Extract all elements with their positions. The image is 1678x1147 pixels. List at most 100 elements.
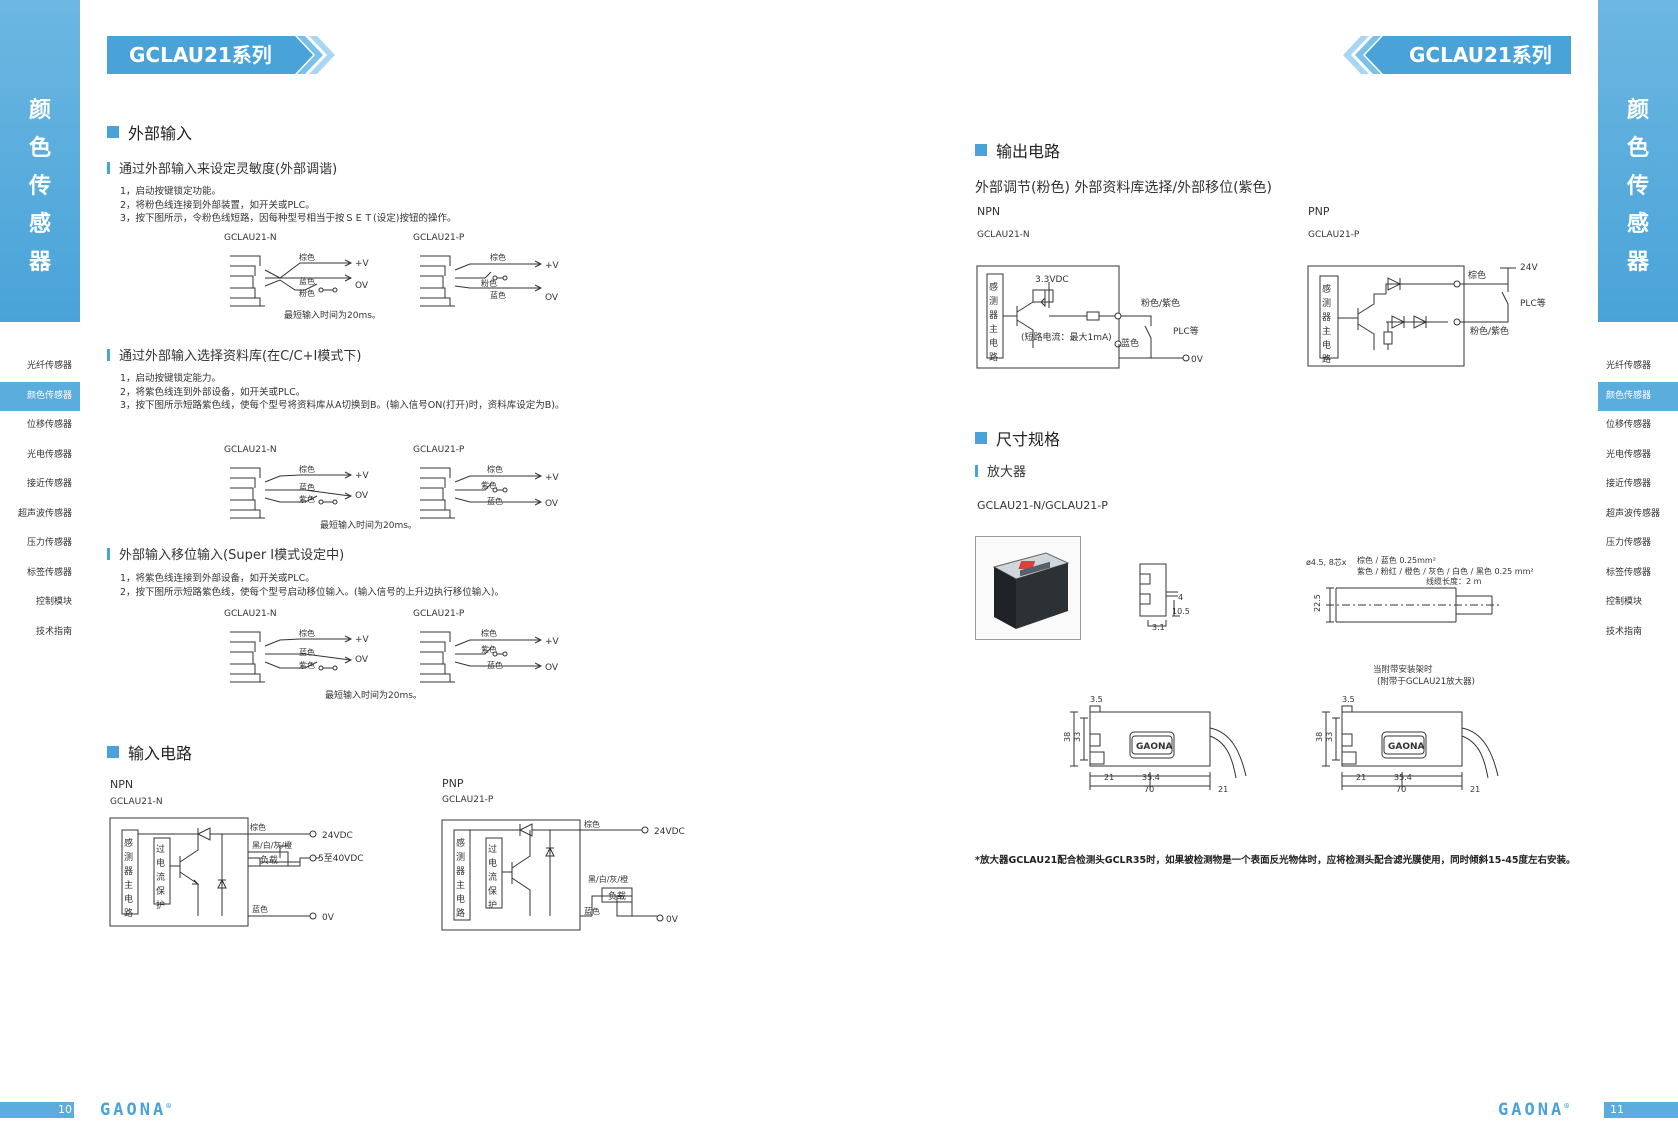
model-label: GCLAU21-P [1308, 230, 1360, 240]
subsection-title: 通过外部输入选择资料库(在C/C+I模式下) [107, 345, 361, 364]
menu-item-photoelectric[interactable]: 光电传感器 [1606, 449, 1652, 460]
svg-text:粉色: 粉色 [299, 288, 315, 298]
svg-text:紫色: 紫色 [481, 644, 497, 654]
svg-text:路: 路 [989, 351, 998, 363]
menu-item-displacement[interactable]: 位移传感器 [1606, 420, 1652, 430]
banner-shape [1343, 36, 1571, 74]
wiring-diagram-n: 棕色 蓝色 紫色 +V OV [230, 628, 370, 683]
category-tab [1598, 0, 1678, 322]
page-number-right: 11 [1610, 1103, 1624, 1116]
svg-text:0V: 0V [322, 913, 335, 923]
menu-item-label[interactable]: 标签传感器 [26, 567, 72, 578]
section-title-output-circuit: 输出电路 [975, 138, 1060, 162]
amplifier-image [992, 552, 1070, 629]
svg-text:棕色: 棕色 [250, 822, 266, 832]
svg-text:过: 过 [156, 843, 165, 855]
svg-text:负载: 负载 [608, 890, 626, 902]
menu-item-fiber[interactable]: 光纤传感器 [26, 361, 72, 371]
menu-item-ultrasonic[interactable]: 超声波传感器 [1606, 508, 1661, 519]
svg-text:感: 感 [1322, 283, 1331, 295]
menu-item-guide[interactable]: 技术指南 [1606, 626, 1643, 637]
menu-item-proximity[interactable]: 接近传感器 [26, 479, 72, 489]
svg-text:PLC等: PLC等 [1173, 325, 1199, 337]
svg-text:蓝色: 蓝色 [299, 482, 315, 492]
footer-bar-left [0, 1102, 74, 1118]
svg-text:粉色/紫色: 粉色/紫色 [1470, 325, 1509, 337]
series-title: GCLAU21系列 [129, 43, 272, 67]
front-view-drawing-mount: 3.5 38 33 21 35.4 70 21 GAONA [1315, 695, 1499, 794]
svg-text:路: 路 [456, 907, 465, 919]
cable-diameter: ø4.5, 8芯x [1306, 558, 1347, 567]
subsection-marker [107, 547, 110, 560]
svg-text:OV: OV [355, 655, 369, 665]
model-label: GCLAU21-P [413, 445, 465, 455]
svg-text:棕色: 棕色 [299, 628, 315, 638]
menu-item-ultrasonic[interactable]: 超声波传感器 [17, 508, 72, 519]
svg-text:主: 主 [456, 879, 465, 891]
menu-item-photoelectric[interactable]: 光电传感器 [26, 449, 72, 460]
svg-text:测: 测 [989, 296, 998, 307]
svg-text:33: 33 [1073, 732, 1082, 742]
svg-text:棕色: 棕色 [299, 252, 315, 262]
svg-text:3.5: 3.5 [1342, 695, 1355, 704]
section-marker [975, 144, 987, 156]
wiring-diagram-n: 棕色 蓝色 紫色 +V OV [230, 464, 370, 519]
svg-text:路: 路 [1322, 353, 1331, 365]
subsection-marker [107, 348, 110, 361]
svg-text:测: 测 [1322, 298, 1331, 309]
model-label: GCLAU21-N [224, 609, 277, 619]
menu-item-color[interactable]: 颜色传感器 [1598, 381, 1678, 411]
menu-item-pressure[interactable]: 压力传感器 [26, 538, 72, 548]
svg-text:70: 70 [1396, 785, 1406, 794]
output-circuit-npn: 感 测 器 主 电 路 3.3VDC 粉色/紫色 (短路电流：最大1mA) 蓝色… [976, 265, 1204, 369]
steps-list: 1，启动按键锁定能力。 2，将紫色线连到外部设备，如开关或PLC。 3，按下图所… [120, 373, 565, 411]
svg-text:33: 33 [1325, 732, 1334, 742]
menu-item-color[interactable]: 颜色传感器 [0, 381, 80, 411]
note-min-input-time: 最短输入时间为20ms。 [320, 521, 417, 531]
menu-item-label[interactable]: 标签传感器 [1606, 567, 1652, 578]
model-label: GCLAU21-P [442, 795, 494, 805]
svg-text:蓝色: 蓝色 [490, 290, 506, 300]
svg-text:护: 护 [488, 899, 497, 911]
svg-text:器: 器 [124, 866, 133, 877]
svg-text:紫色: 紫色 [299, 494, 315, 504]
menu-item-control[interactable]: 控制模块 [1606, 597, 1643, 607]
front-view-drawing: 3.5 38 33 21 35.4 70 21 GAONA [1063, 695, 1247, 794]
svg-text:3.3VDC: 3.3VDC [1035, 275, 1069, 285]
menu-item-displacement[interactable]: 位移传感器 [26, 420, 72, 430]
model-label: GCLAU21-N [224, 233, 277, 243]
installation-footnote: *放大器GCLAU21配合检测头GCLR35时，如果被检测物是一个表面反光物体时… [975, 855, 1576, 866]
svg-text:器: 器 [456, 866, 465, 877]
svg-text:感: 感 [989, 281, 998, 293]
menu-item-proximity[interactable]: 接近传感器 [1606, 479, 1652, 489]
svg-text:OV: OV [545, 499, 559, 509]
page-number-left: 10 [58, 1103, 72, 1116]
svg-text:主: 主 [989, 323, 998, 335]
svg-text:OV: OV [355, 491, 369, 501]
svg-text:器: 器 [1322, 312, 1331, 323]
section-marker [107, 746, 119, 758]
svg-text:38: 38 [1063, 732, 1072, 742]
svg-text:21: 21 [1470, 785, 1480, 794]
svg-text:蓝色: 蓝色 [299, 647, 315, 657]
svg-text:紫色: 紫色 [299, 660, 315, 670]
svg-text:3.1: 3.1 [1152, 623, 1165, 632]
cable-core-note: 棕色 / 蓝色 0.25mm² [1357, 556, 1436, 565]
wiring-diagram-p: 棕色 紫色 蓝色 +V OV [420, 628, 560, 683]
svg-text:测: 测 [124, 852, 133, 863]
menu-item-fiber[interactable]: 光纤传感器 [1606, 361, 1652, 371]
svg-text:PLC等: PLC等 [1520, 297, 1546, 309]
svg-text:OV: OV [545, 293, 559, 303]
category-tab-label: 颜 色 传 感 器 [28, 98, 51, 275]
model-label: GCLAU21-N [110, 797, 163, 807]
svg-text:GAONA: GAONA [1136, 742, 1173, 752]
menu-item-guide[interactable]: 技术指南 [35, 626, 72, 637]
menu-item-pressure[interactable]: 压力传感器 [1606, 538, 1652, 548]
subsection-marker [107, 161, 110, 174]
svg-text:过: 过 [488, 843, 497, 855]
svg-text:测: 测 [456, 852, 465, 863]
menu-item-control[interactable]: 控制模块 [35, 597, 72, 607]
wiring-diagram-n: 棕色 蓝色 粉色 +V OV [230, 252, 370, 307]
svg-text:35.4: 35.4 [1142, 773, 1160, 782]
section-title-input-circuit: 输入电路 [107, 740, 192, 764]
